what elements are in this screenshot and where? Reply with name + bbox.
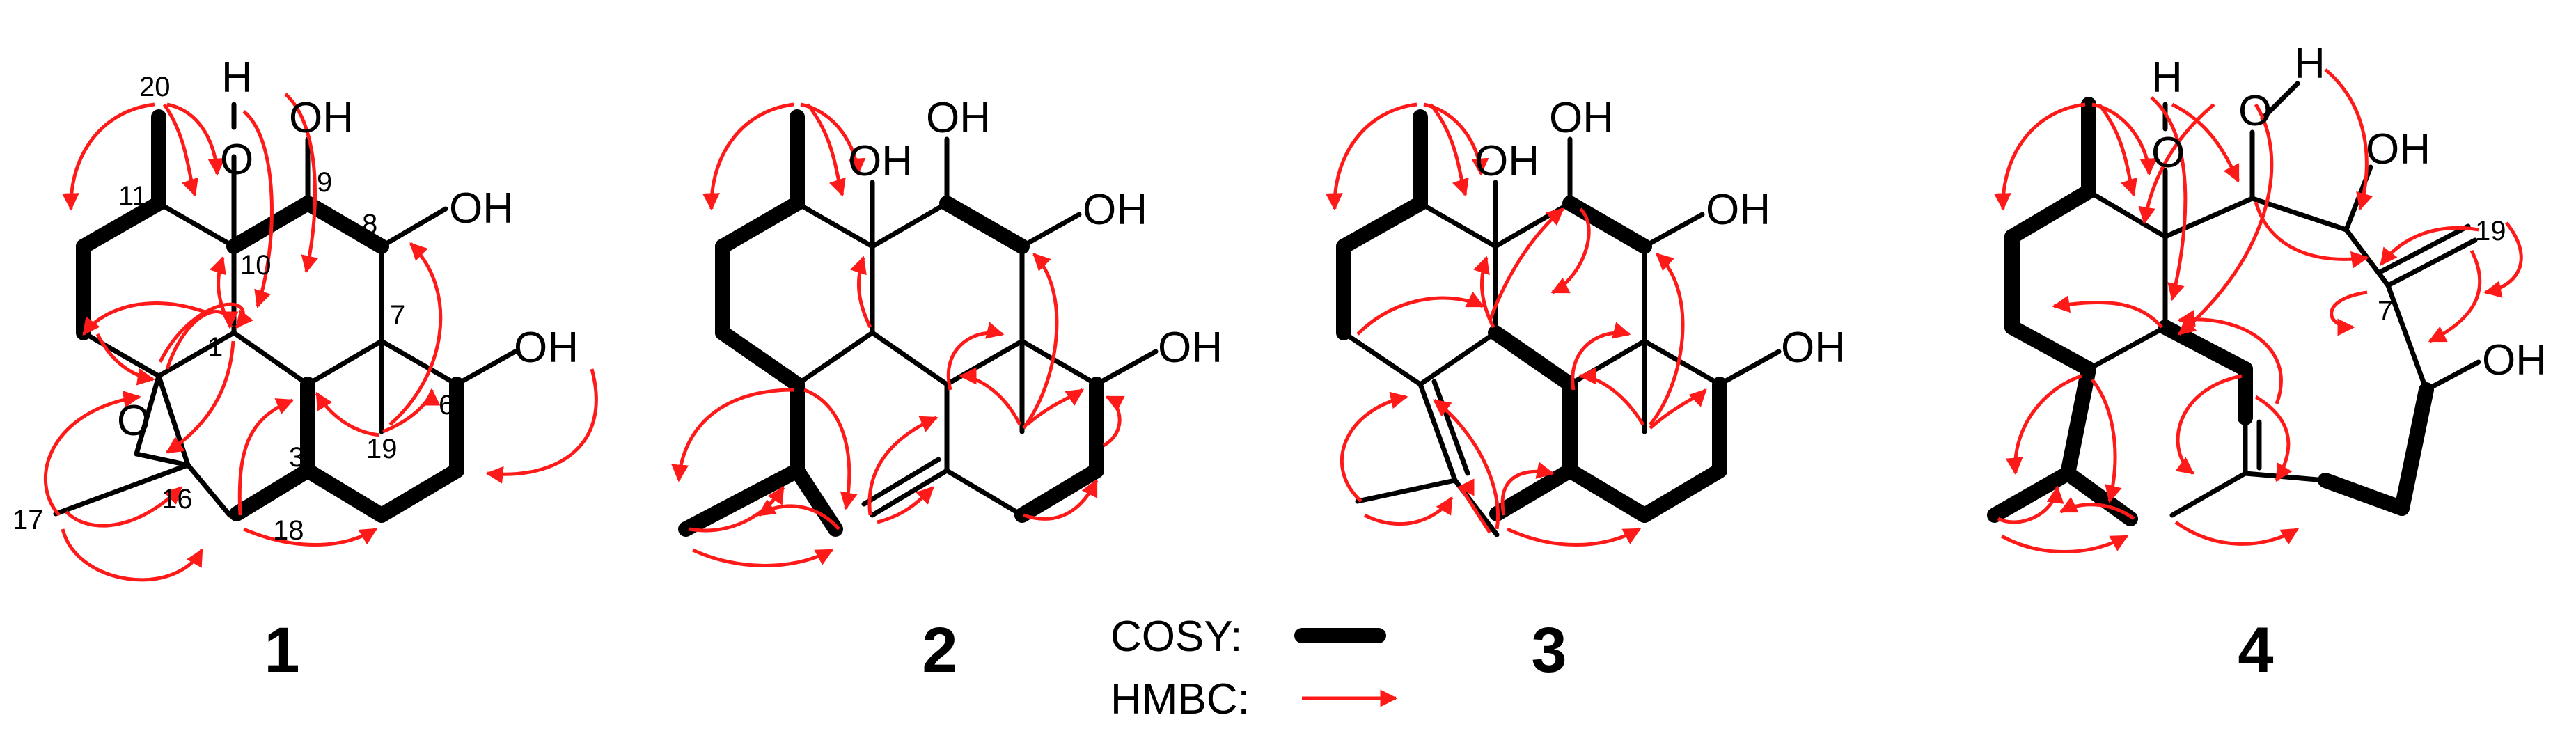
compound-1-num-20: 20 <box>139 72 171 102</box>
compound-3-oh9-label: OH <box>1549 94 1614 142</box>
compound-3-hmbc-arrows <box>1325 102 1707 547</box>
compound-1-num-7: 7 <box>390 300 405 331</box>
compound-1-epoxide-o-label: O <box>117 397 150 445</box>
compound-3-bonds <box>1341 136 1782 537</box>
compound-2-structure: OH OH OH OH 2 <box>671 94 1223 686</box>
compound-4-cosy-bonds <box>1987 97 2434 526</box>
compound-3-cosy-bonds <box>1336 109 1727 523</box>
compound-4-num-7: 7 <box>2378 296 2393 327</box>
compound-2-hmbc-arrows <box>671 102 1125 567</box>
compound-1-oh9-label: OH <box>289 94 354 142</box>
compound-4-o10-label: O <box>2151 129 2185 177</box>
legend-hmbc-label: HMBC: <box>1110 675 1250 723</box>
compound-2-oh9-label: OH <box>926 94 991 142</box>
compound-2-label: 2 <box>922 615 957 686</box>
compound-1-bonds <box>53 102 518 518</box>
compound-1-num-18: 18 <box>273 515 304 546</box>
compound-1-h10-label: H <box>221 54 253 102</box>
compound-2-oh10-label: OH <box>848 137 913 185</box>
compound-2-oh8-label: OH <box>1083 186 1147 234</box>
compound-4-num-19: 19 <box>2475 216 2506 246</box>
compound-1-num-17: 17 <box>13 505 44 535</box>
compound-3-oh10-label: OH <box>1475 137 1539 185</box>
compound-1-structure: OH OH OH O H O 20 11 9 10 8 1 7 6 19 3 1… <box>13 54 598 686</box>
compound-1-label: 1 <box>264 615 299 686</box>
compound-3-oh6-label: OH <box>1781 324 1846 372</box>
compound-1-num-19: 19 <box>366 434 398 464</box>
legend: COSY: HMBC: <box>1110 613 1398 723</box>
compound-4-hmbc-arrows <box>1993 68 2523 553</box>
compound-4-o9-label: O <box>2238 87 2272 135</box>
compound-4-label: 4 <box>2238 615 2273 686</box>
compound-1-num-11: 11 <box>118 181 148 212</box>
compound-3-oh8-label: OH <box>1706 186 1770 234</box>
compound-1-num-3: 3 <box>289 442 304 473</box>
compound-1-cosy-bonds <box>76 109 464 523</box>
compound-4-oh6-label: OH <box>2482 336 2547 384</box>
compound-1-oh8-label: OH <box>449 184 514 233</box>
compound-1-num-8: 8 <box>362 209 377 239</box>
compound-4-oh8-label: OH <box>2366 125 2430 173</box>
legend-cosy-label: COSY: <box>1110 613 1243 661</box>
compound-1-hmbc-arrows <box>43 93 598 582</box>
compound-1-num-6: 6 <box>439 390 454 420</box>
compound-1-num-10: 10 <box>240 250 272 281</box>
compound-2-oh6-label: OH <box>1158 324 1223 372</box>
compound-4-h10-label: H <box>2151 54 2183 102</box>
compound-1-oh6-label: OH <box>514 324 579 372</box>
compound-3-label: 3 <box>1531 615 1566 686</box>
compound-1-o10-label: O <box>220 136 253 184</box>
compound-4-h9-label: H <box>2294 40 2325 88</box>
compound-3-structure: OH OH OH OH 3 <box>1325 94 1846 686</box>
compound-1-num-16: 16 <box>162 484 193 514</box>
compound-4-structure: O H O H OH OH 19 7 4 <box>1987 40 2547 686</box>
compound-1-num-9: 9 <box>317 167 332 198</box>
compound-1-num-1: 1 <box>207 332 223 363</box>
